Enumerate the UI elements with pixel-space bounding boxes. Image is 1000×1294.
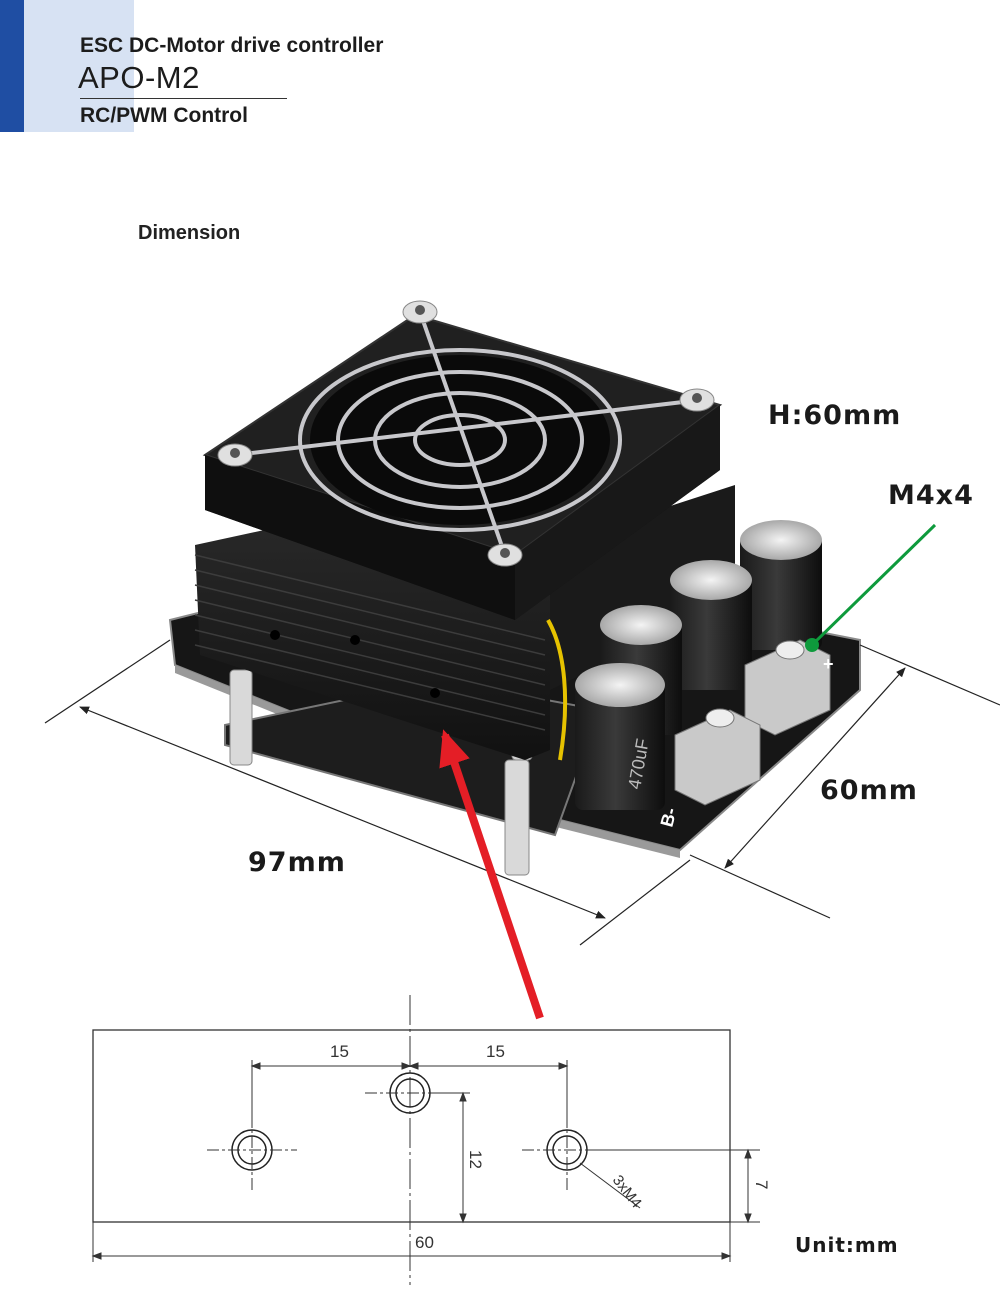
fan-screws (217, 300, 715, 567)
brand-bar (0, 0, 24, 132)
product-model: APO-M2 (78, 60, 200, 95)
title-divider (80, 98, 287, 99)
mounting-hole-drawing: 15 15 12 7 60 3xM4 (91, 995, 771, 1285)
dim-vertical-12: 12 (466, 1150, 485, 1169)
unit-label: Unit:mm (795, 1233, 899, 1257)
hole-callout: 3xM4 (609, 1172, 645, 1211)
length-label: 97mm (248, 847, 346, 878)
height-label: H:60mm (768, 400, 902, 431)
control-mode: RC/PWM Control (80, 104, 248, 127)
m4-leader (805, 523, 937, 652)
dim-small-7: 7 (752, 1180, 771, 1189)
brand-panel (24, 0, 134, 132)
dim-total-60: 60 (415, 1233, 434, 1252)
dimension-lines (44, 639, 1000, 946)
dim-right-15: 15 (486, 1042, 505, 1061)
fan-grille (234, 311, 701, 556)
section-title: Dimension (138, 222, 241, 244)
screw-label: M4x4 (888, 480, 974, 511)
terminal-mark-plus: + (823, 654, 834, 674)
dim-left-15: 15 (330, 1042, 349, 1061)
red-pointer-arrow (439, 729, 544, 1020)
width-label: 60mm (820, 775, 918, 806)
product-subtitle: ESC DC-Motor drive controller (80, 34, 384, 57)
terminal-mark-b-minus: B- (657, 806, 681, 830)
